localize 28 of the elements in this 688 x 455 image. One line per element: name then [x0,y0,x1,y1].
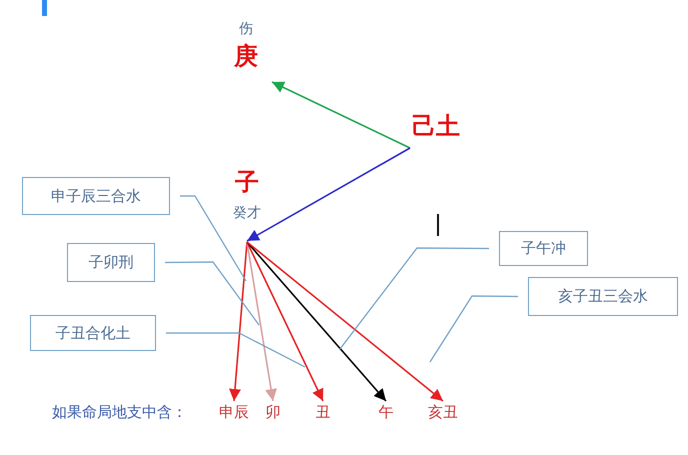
character-label: 己土 [406,112,466,146]
leader-line [340,247,489,350]
branch-label: 丑 [314,403,332,423]
branch-label: 卯 [264,403,282,423]
character-label: 庚 [232,42,259,70]
arrow [246,242,277,402]
character-label: 子 [234,168,260,196]
arrow [246,242,324,402]
arrow [246,241,387,402]
leader-line [166,332,306,368]
arrow [246,147,410,242]
annotation-text: 癸才 [232,204,262,222]
callout-box: 申子辰三合水 [22,177,170,215]
arrow [272,81,410,149]
callout-box: 子午冲 [499,231,588,266]
prompt-text: 如果命局地支中含： [52,403,187,421]
branch-label: 亥丑 [424,403,462,423]
leader-line [180,195,247,282]
callout-box: 子丑合化土 [30,315,156,351]
annotation-text: 伤 [238,20,254,38]
leader-line [165,261,260,326]
arrow [229,242,248,402]
callout-box: 亥子丑三会水 [528,277,678,316]
callout-box: 子卯刑 [67,243,155,282]
branch-label: 午 [377,403,395,423]
arrow [246,241,444,402]
branch-label: 申辰 [216,403,252,423]
leader-line [430,295,518,362]
